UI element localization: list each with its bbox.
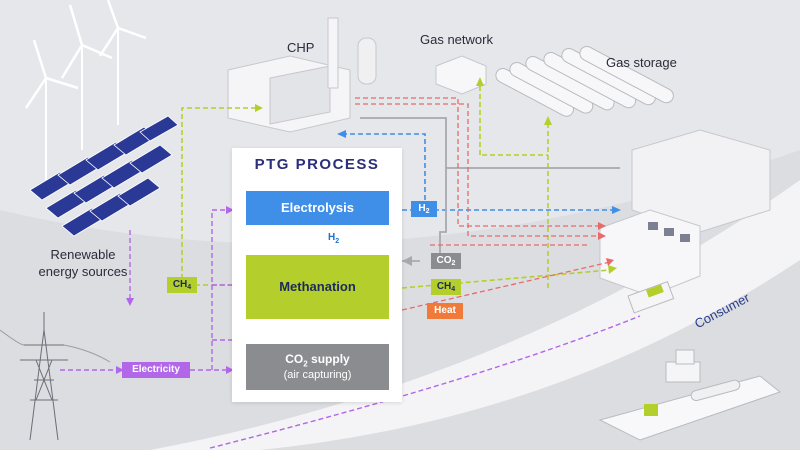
heat-tag: Heat: [427, 303, 463, 319]
methanation-box: Methanation: [246, 255, 389, 319]
gas-network-icon: [435, 55, 487, 95]
gas-storage-label: Gas storage: [606, 55, 677, 70]
heat-flow-lines: [355, 97, 611, 311]
wind-turbines-icon: [24, 0, 147, 180]
co2-supply-box: CO2 supply (air capturing): [246, 344, 389, 390]
renewables-label: Renewable energy sources: [28, 246, 138, 280]
ch4-arrowheads: [255, 77, 617, 274]
co2-supply-title: CO2 supply: [285, 352, 350, 369]
solar-panels-icon: [29, 115, 179, 237]
electricity-tag: Electricity: [122, 362, 190, 378]
power-pylon-icon: [0, 312, 111, 441]
chp-plant-icon: [227, 17, 377, 133]
gas-network-label: Gas network: [420, 32, 493, 47]
ship-icon: [598, 349, 782, 441]
electricity-arrowheads: [116, 206, 234, 374]
electrolysis-box: Electrolysis: [246, 191, 389, 225]
co2-tag: CO2: [431, 253, 461, 269]
ch4-tag-left: CH4: [167, 277, 197, 293]
renewables-label-line2: energy sources: [38, 264, 128, 279]
h2-internal-tag: H2: [328, 232, 340, 245]
ptg-title: PTG PROCESS: [254, 156, 380, 173]
ptg-process-panel: PTG PROCESS Electrolysis Methanation CO2…: [232, 148, 402, 402]
industrial-building-icon: [599, 129, 771, 297]
co2-supply-note: (air capturing): [283, 369, 352, 381]
h2-tag: H2: [411, 201, 437, 217]
heat-arrowheads: [598, 222, 614, 266]
ch4-tag-right: CH4: [431, 279, 461, 295]
electricity-flow-lines: [60, 209, 641, 449]
chp-label: CHP: [287, 40, 315, 55]
renewables-label-line1: Renewable: [50, 247, 116, 262]
truck-icon: [627, 280, 675, 314]
road-band: [150, 180, 800, 450]
gas-storage-tanks-icon: [495, 45, 674, 117]
